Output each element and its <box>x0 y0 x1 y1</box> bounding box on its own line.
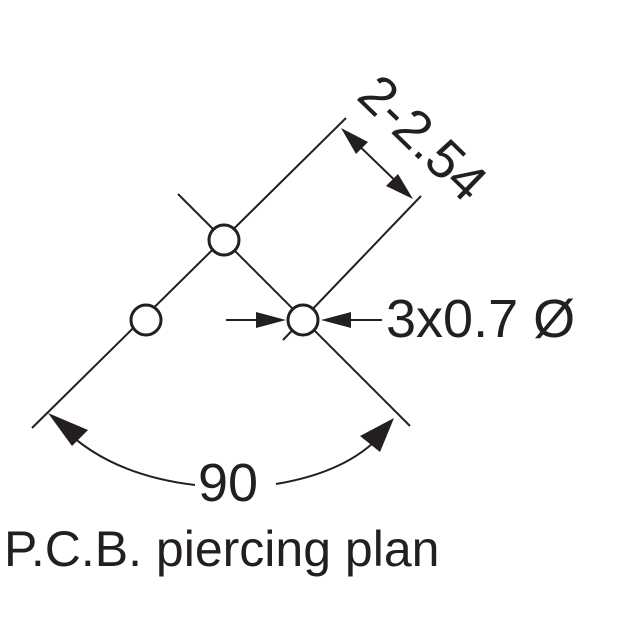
hole-center-top <box>207 223 241 257</box>
hole-right <box>286 303 320 337</box>
hole-spec-label: 3x0.7 Ø <box>386 289 575 349</box>
diameter-arrowhead-left <box>256 312 286 328</box>
diameter-arrowhead-right <box>321 312 351 328</box>
hole-row-centerline <box>31 117 347 429</box>
pitch-arrowhead-top <box>341 128 368 154</box>
angle-arrowhead-left <box>48 413 88 446</box>
angle-arrowhead-right <box>360 418 394 452</box>
angle-label: 90 <box>198 453 258 513</box>
angle-arc-right <box>275 433 383 485</box>
hole-left <box>129 303 163 337</box>
diagram-caption: P.C.B. piercing plan <box>4 521 439 577</box>
pitch-label: 2-2.54 <box>347 63 499 213</box>
pitch-arrowhead-bottom <box>386 174 413 199</box>
